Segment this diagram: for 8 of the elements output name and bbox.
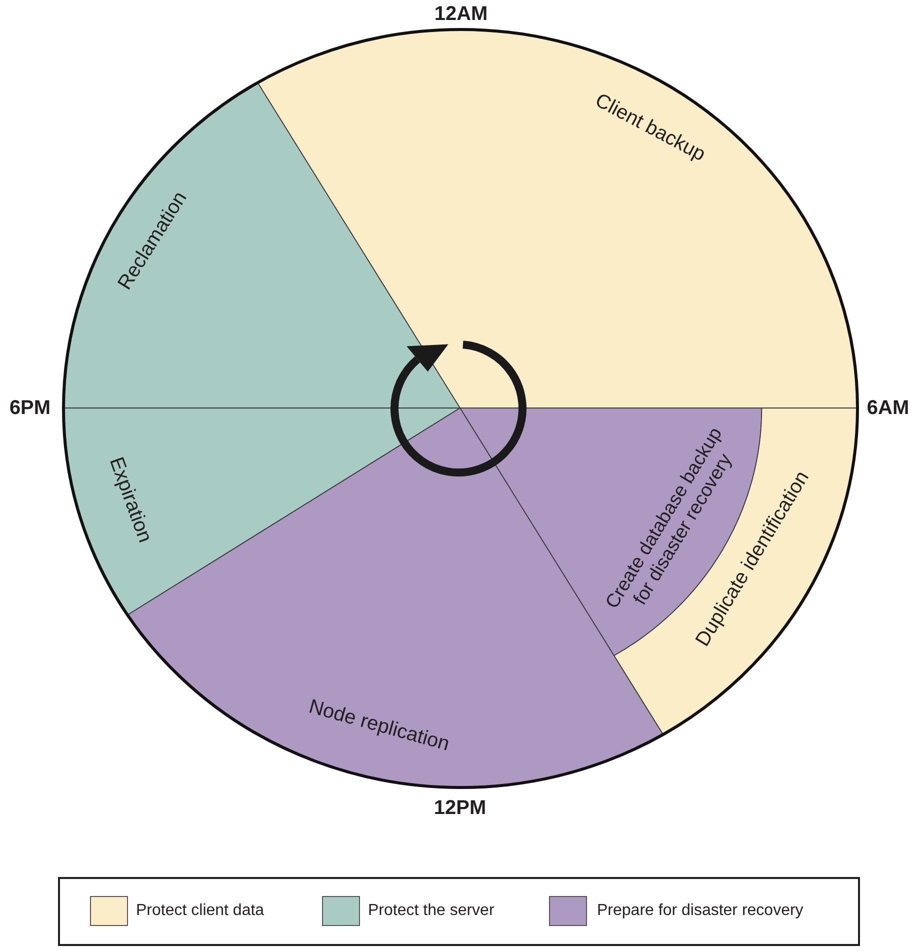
- legend-label: Prepare for disaster recovery: [597, 901, 804, 921]
- segment-label: Node replication: [306, 696, 452, 756]
- time-label: 12PM: [434, 797, 486, 819]
- legend-label: Protect the server: [368, 901, 494, 921]
- legend-label: Protect client data: [136, 901, 264, 921]
- time-label: 12AM: [434, 3, 488, 25]
- time-label: 6AM: [866, 397, 910, 419]
- time-label: 6PM: [9, 397, 51, 419]
